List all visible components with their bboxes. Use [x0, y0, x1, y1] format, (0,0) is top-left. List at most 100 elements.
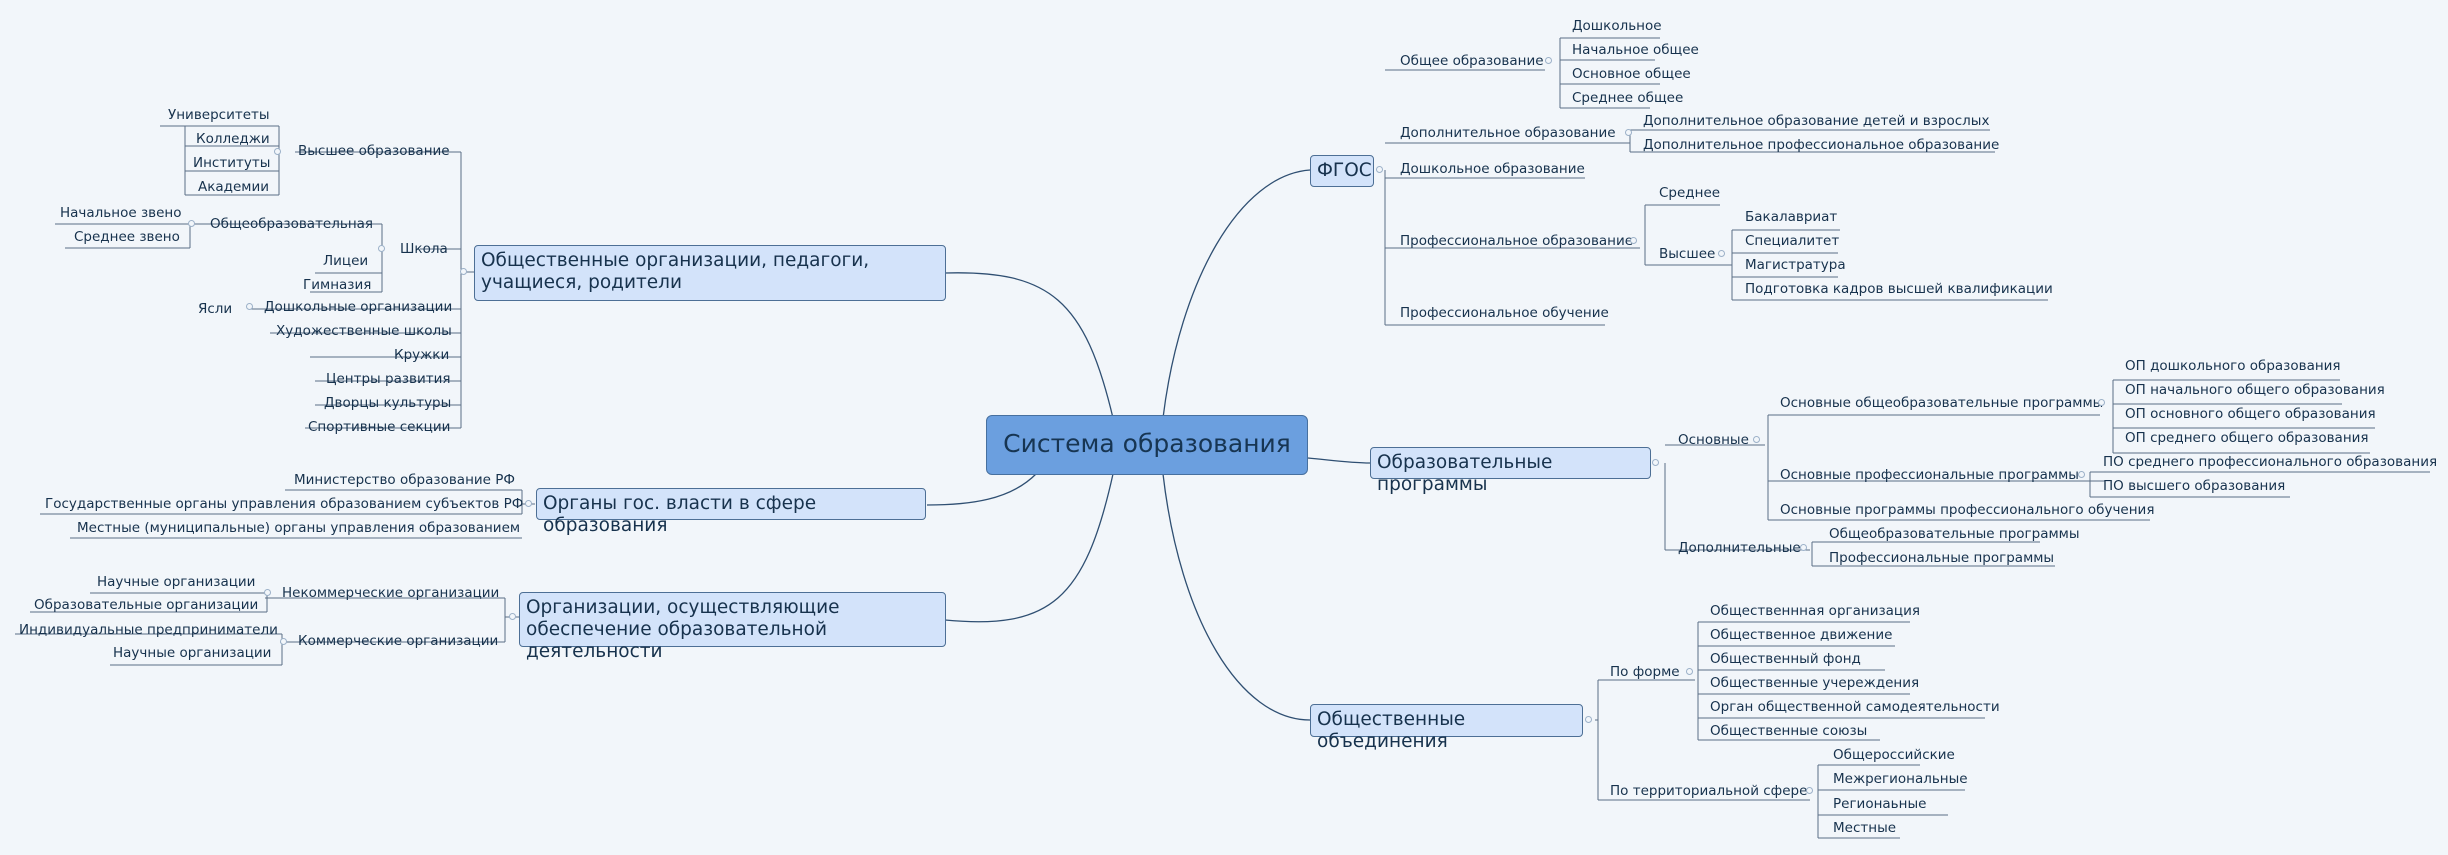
- node-general-programs[interactable]: Основные общеобразовательные программы: [1780, 395, 2104, 411]
- node-secondary-general[interactable]: Среднее общее: [1572, 90, 1684, 106]
- node-clubs[interactable]: Кружки: [394, 347, 450, 363]
- collapse-toggle-icon[interactable]: [1718, 250, 1725, 257]
- node-interregional[interactable]: Межрегиональные: [1833, 771, 1968, 787]
- connector-center-ml: [926, 473, 1037, 506]
- node-all-russian[interactable]: Общероссийские: [1833, 747, 1955, 763]
- collapse-toggle-icon[interactable]: [1806, 787, 1813, 794]
- node-academies[interactable]: Академии: [198, 179, 270, 195]
- collapse-toggle-icon[interactable]: [2078, 471, 2085, 478]
- topic-government-bodies[interactable]: Органы гос. власти в сфере образования: [536, 488, 926, 536]
- collapse-toggle-icon[interactable]: [1686, 668, 1693, 675]
- collapse-toggle-icon[interactable]: [1545, 57, 1552, 64]
- node-prof-training-programs[interactable]: Основные программы профессионального обу…: [1780, 502, 2155, 518]
- node-op-primary[interactable]: ОП начального общего образования: [2125, 382, 2385, 398]
- node-science-orgs-2[interactable]: Научные организации: [113, 645, 272, 661]
- node-general-education[interactable]: Общее образование: [1400, 53, 1544, 69]
- node-additional-professional[interactable]: Дополнительное профессиональное образова…: [1643, 137, 2000, 153]
- collapse-toggle-icon[interactable]: [2098, 399, 2105, 406]
- collapse-toggle-icon[interactable]: [1753, 436, 1760, 443]
- node-public-fund[interactable]: Общественный фонд: [1710, 651, 1861, 667]
- node-op-basic[interactable]: ОП основного общего образования: [2125, 406, 2376, 422]
- node-basic-programs[interactable]: Основные: [1678, 432, 1749, 448]
- node-public-unions[interactable]: Общественные союзы: [1710, 723, 1868, 739]
- node-primary-level[interactable]: Начальное звено: [60, 205, 182, 221]
- node-master[interactable]: Магистратура: [1745, 257, 1846, 273]
- node-middle-level[interactable]: Среднее звено: [74, 229, 180, 245]
- node-universities[interactable]: Университеты: [168, 107, 270, 123]
- node-culture-palaces[interactable]: Дворцы культуры: [324, 395, 452, 411]
- node-preschool-orgs[interactable]: Дошкольные организации: [264, 299, 453, 315]
- node-additional-kids-adults[interactable]: Дополнительное образование детей и взрос…: [1643, 113, 1990, 129]
- node-middle-prof[interactable]: Среднее: [1659, 185, 1721, 201]
- node-primary-general[interactable]: Начальное общее: [1572, 42, 1699, 58]
- node-lyceums[interactable]: Лицеи: [323, 253, 369, 269]
- node-science-orgs-1[interactable]: Научные организации: [97, 574, 256, 590]
- node-higher-education[interactable]: Высшее образование: [298, 143, 450, 159]
- node-regional[interactable]: Регионаьные: [1833, 796, 1927, 812]
- topic-public-associations[interactable]: Общественные объединения: [1310, 704, 1583, 752]
- collapse-toggle-icon[interactable]: [274, 148, 281, 155]
- node-additional-education[interactable]: Дополнительное образование: [1400, 125, 1616, 141]
- collapse-toggle-icon[interactable]: [1652, 459, 1659, 466]
- node-local[interactable]: Местные: [1833, 820, 1897, 836]
- node-gymnasiums[interactable]: Гимназия: [303, 277, 372, 293]
- node-self-government[interactable]: Орган общественной самодеятельности: [1710, 699, 2000, 715]
- collapse-toggle-icon[interactable]: [246, 303, 253, 310]
- node-op-secondary[interactable]: ОП среднего общего образования: [2125, 430, 2369, 446]
- node-institutes[interactable]: Институты: [193, 155, 271, 171]
- topic-fgos[interactable]: ФГОС: [1310, 155, 1374, 187]
- node-basic-general[interactable]: Основное общее: [1572, 66, 1691, 82]
- node-ministry[interactable]: Министерство образование РФ: [294, 472, 516, 488]
- collapse-toggle-icon[interactable]: [188, 220, 195, 227]
- node-specialist[interactable]: Специалитет: [1745, 233, 1840, 249]
- collapse-toggle-icon[interactable]: [1376, 166, 1383, 173]
- collapse-toggle-icon[interactable]: [1625, 129, 1632, 136]
- collapse-toggle-icon[interactable]: [460, 268, 467, 275]
- node-top-qualification[interactable]: Подготовка кадров высшей квалификации: [1745, 281, 2053, 297]
- node-public-movement[interactable]: Общественное движение: [1710, 627, 1893, 643]
- node-bachelor[interactable]: Бакалавриат: [1745, 209, 1838, 225]
- node-professional-programs[interactable]: Основные профессиональные программы: [1780, 467, 2079, 483]
- node-op-preschool[interactable]: ОП дошкольного образования: [2125, 358, 2341, 374]
- node-by-form[interactable]: По форме: [1610, 664, 1680, 680]
- node-additional-programs[interactable]: Дополнительные: [1678, 540, 1801, 556]
- node-development-centers[interactable]: Центры развития: [326, 371, 451, 387]
- node-regional-bodies[interactable]: Государственные органы управления образо…: [45, 496, 524, 512]
- node-art-schools[interactable]: Художественные школы: [276, 323, 452, 339]
- node-local-bodies[interactable]: Местные (муниципальные) органы управлени…: [77, 520, 521, 536]
- topic-public-organizations[interactable]: Общественные организации, педагоги, учащ…: [474, 245, 946, 301]
- node-commercial[interactable]: Коммерческие организации: [298, 633, 499, 649]
- collapse-toggle-icon[interactable]: [1630, 237, 1637, 244]
- node-public-institution[interactable]: Общественные учереждения: [1710, 675, 1920, 691]
- collapse-toggle-icon[interactable]: [1800, 544, 1807, 551]
- node-professional-education[interactable]: Профессиональное образование: [1400, 233, 1634, 249]
- node-po-middle[interactable]: ПО среднего профессионального образовани…: [2103, 454, 2438, 470]
- node-preschool-education[interactable]: Дошкольное образование: [1400, 161, 1585, 177]
- node-professional-training[interactable]: Профессиональное обучение: [1400, 305, 1609, 321]
- node-by-territory[interactable]: По территориальной сфере: [1610, 783, 1808, 799]
- node-add-general-programs[interactable]: Общеобразовательные программы: [1829, 526, 2080, 542]
- node-preschool[interactable]: Дошкольное: [1572, 18, 1662, 34]
- collapse-toggle-icon[interactable]: [264, 589, 271, 596]
- collapse-toggle-icon[interactable]: [378, 245, 385, 252]
- topic-educational-programs[interactable]: Образовательные программы: [1370, 447, 1651, 495]
- node-add-prof-programs[interactable]: Профессиональные программы: [1829, 550, 2055, 566]
- node-noncommercial[interactable]: Некоммерческие организации: [282, 585, 500, 601]
- node-higher-prof[interactable]: Высшее: [1659, 246, 1716, 262]
- node-colleges[interactable]: Колледжи: [196, 131, 270, 147]
- topic-support-organizations[interactable]: Организации, осуществляющие обеспечение …: [519, 592, 946, 662]
- collapse-toggle-icon[interactable]: [280, 638, 287, 645]
- node-educational-orgs[interactable]: Образовательные организации: [34, 597, 259, 613]
- node-general-school[interactable]: Общеобразовательная: [210, 216, 374, 232]
- node-nursery[interactable]: Ясли: [198, 301, 233, 317]
- central-topic[interactable]: Система образования: [986, 415, 1308, 475]
- node-school[interactable]: Школа: [400, 241, 448, 257]
- collapse-toggle-icon[interactable]: [1585, 716, 1592, 723]
- collapse-toggle-icon[interactable]: [525, 500, 532, 507]
- node-public-organization[interactable]: Общественнная организация: [1710, 603, 1921, 619]
- node-entrepreneurs[interactable]: Индивидуальные предприниматели: [19, 622, 278, 638]
- collapse-toggle-icon[interactable]: [509, 613, 516, 620]
- node-sport-sections[interactable]: Спортивные секции: [308, 419, 451, 435]
- node-po-higher[interactable]: ПО высшего образования: [2103, 478, 2286, 494]
